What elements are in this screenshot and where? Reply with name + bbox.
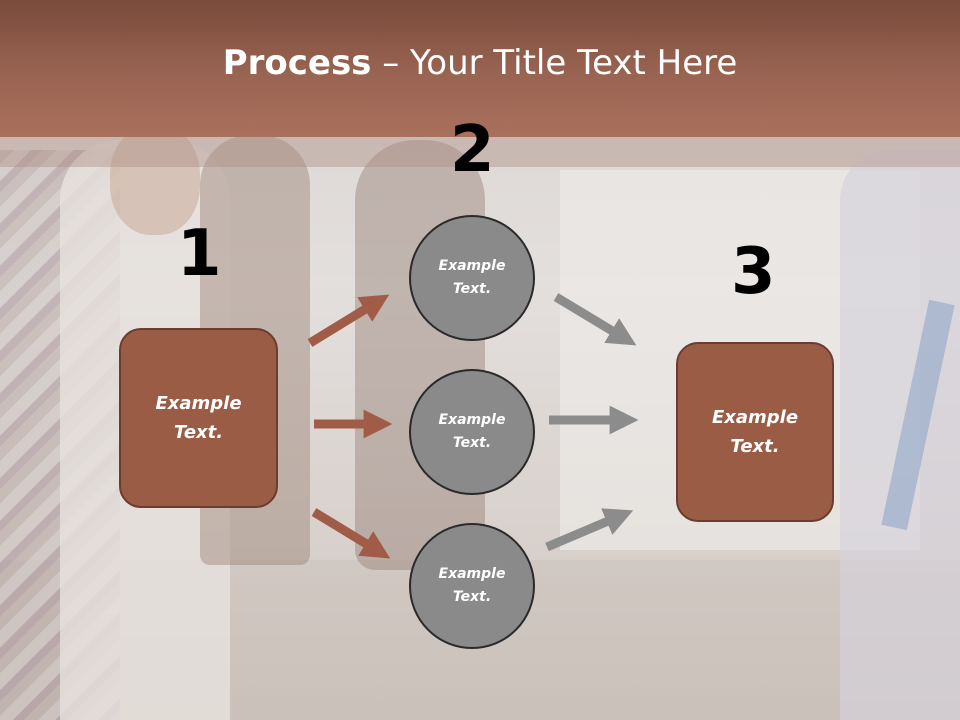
step-circle-bottom-line2: Text. — [452, 589, 492, 605]
step-circle-top-line2: Text. — [452, 281, 492, 297]
title-rest-text: – Your Title Text Here — [371, 42, 738, 83]
step-number-2: 2 — [450, 113, 495, 187]
arrow-box-to-circle-top — [307, 294, 390, 347]
step-circle-middle-line1: Example — [438, 412, 506, 428]
title-underband — [0, 137, 960, 167]
background-person-2-head — [110, 125, 200, 235]
arrow-circle-top-to-box — [553, 293, 637, 346]
arrow-circle-bottom-to-box — [545, 508, 634, 552]
background-person-4 — [355, 140, 485, 570]
title-bold-text: Process — [222, 42, 372, 83]
page-title: Process – Your Title Text Here — [223, 43, 738, 83]
arrow-box-to-circle-bottom — [311, 508, 391, 559]
step-circle-top-line1: Example — [438, 258, 506, 274]
step-box-right-line1: Example — [711, 407, 799, 428]
step-box-left-line2: Text. — [173, 422, 224, 443]
step-number-1: 1 — [177, 217, 222, 291]
step-circle-middle-line2: Text. — [452, 435, 492, 451]
step-circle-bottom-line1: Example — [438, 566, 506, 582]
title-bar: Process – Your Title Text Here — [0, 0, 960, 137]
step-box-left-line1: Example — [155, 393, 242, 414]
step-box-right-line2: Text. — [730, 436, 780, 457]
step-number-3: 3 — [731, 235, 776, 309]
